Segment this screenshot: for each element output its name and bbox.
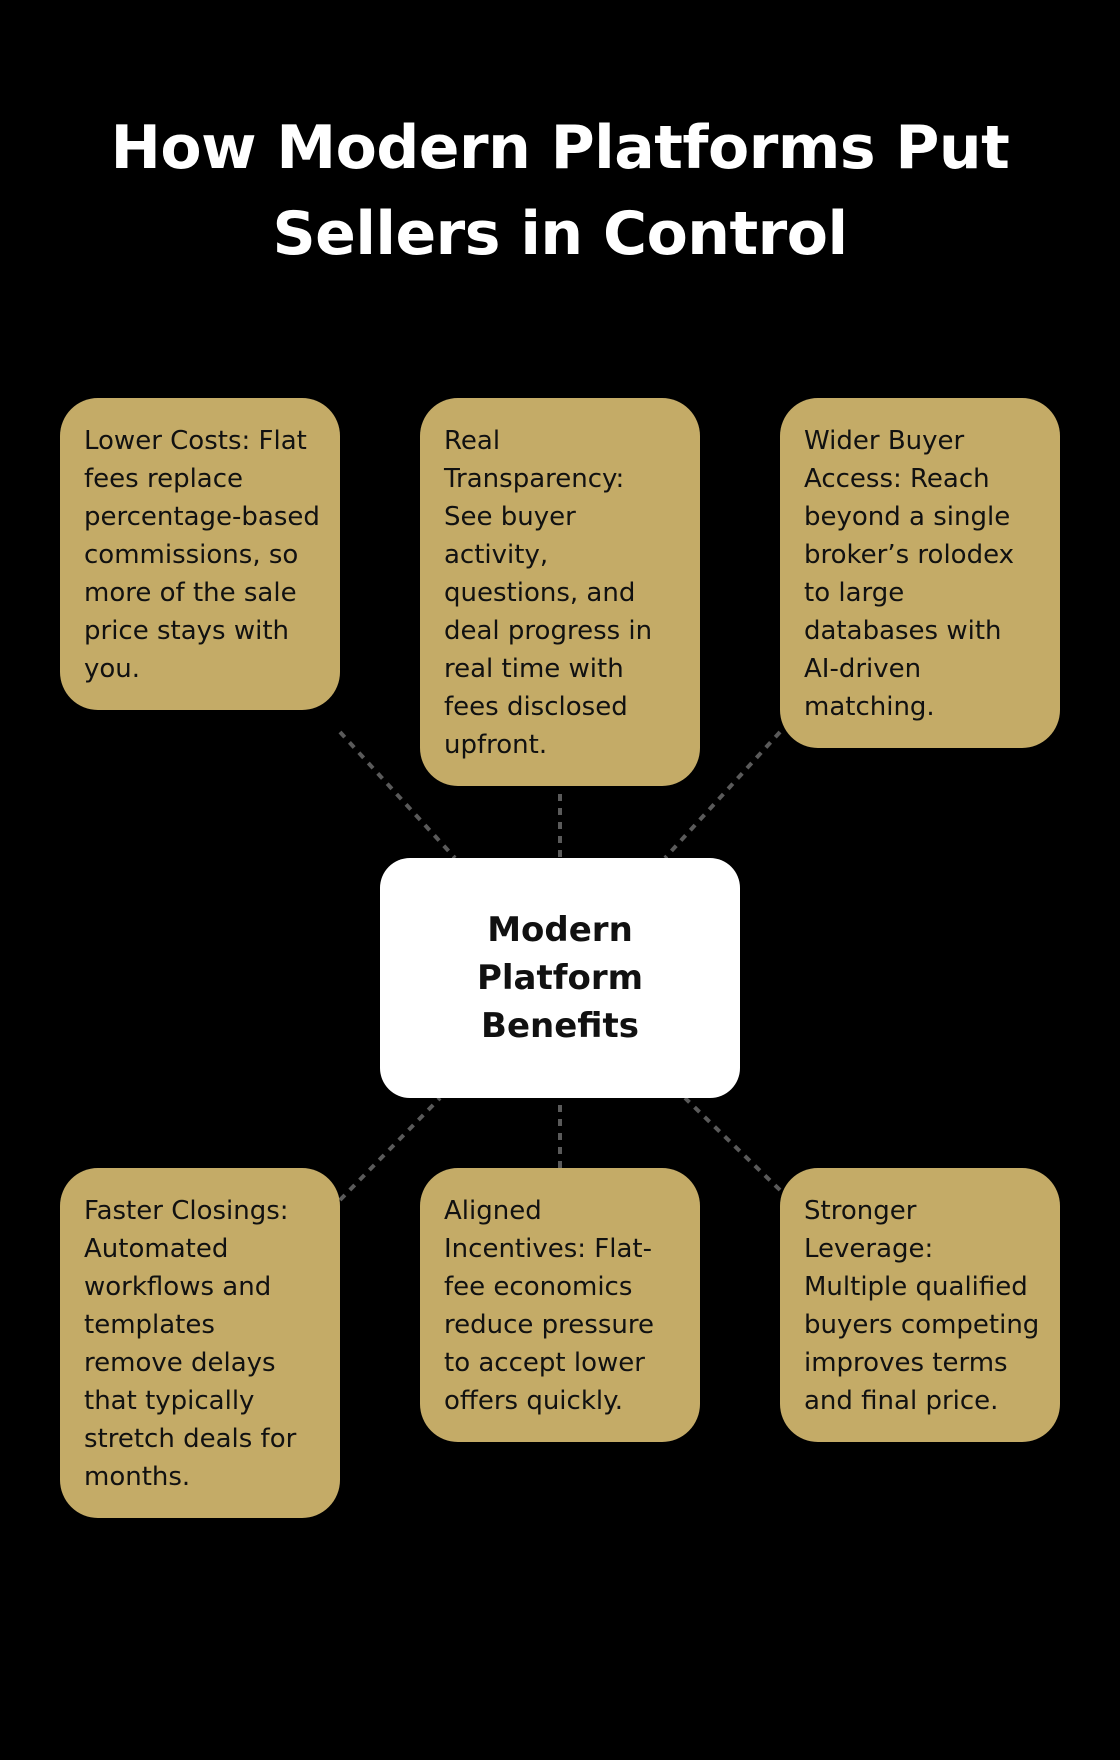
benefit-card-lower-costs: Lower Costs: Flat fees replace percentag… xyxy=(60,398,340,710)
page-title: How Modern Platforms Put Sellers in Cont… xyxy=(110,113,1010,269)
benefit-card-faster-closings: Faster Closings: Automated workflows and… xyxy=(60,1168,340,1518)
connector-line-top-right xyxy=(663,730,782,860)
central-hub-node: Modern Platform Benefits xyxy=(380,858,740,1098)
connector-line-top-left xyxy=(338,730,457,860)
benefit-card-stronger-leverage: Stronger Leverage: Multiple qualified bu… xyxy=(780,1168,1060,1442)
connector-line-bottom-left xyxy=(338,1096,442,1202)
benefit-card-aligned-incentives: Aligned Incentives: Flat-fee economics r… xyxy=(420,1168,700,1442)
connector-line-bottom-right xyxy=(683,1096,782,1192)
benefit-card-wider-buyer-access: Wider Buyer Access: Reach beyond a singl… xyxy=(780,398,1060,748)
benefit-card-real-transparency: Real Transparency: See buyer activity, q… xyxy=(420,398,700,786)
hub-label: Modern Platform Benefits xyxy=(476,910,644,1046)
